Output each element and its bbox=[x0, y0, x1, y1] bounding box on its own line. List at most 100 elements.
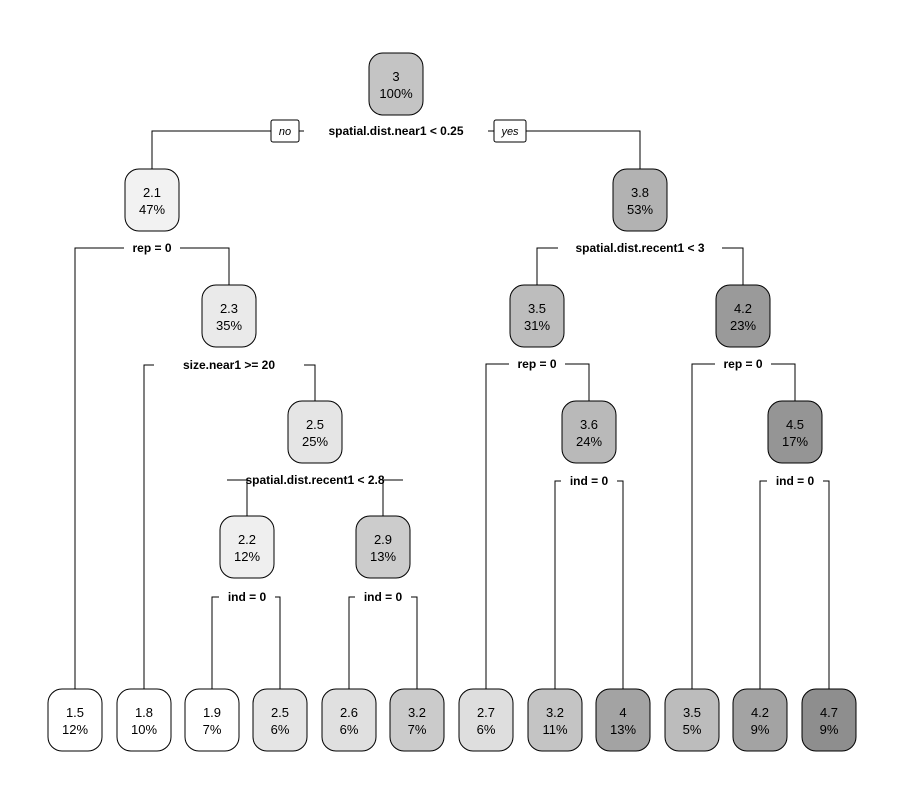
split-label-n8: ind = 0 bbox=[570, 474, 609, 488]
node-percent: 17% bbox=[782, 434, 808, 449]
node-box bbox=[767, 400, 823, 464]
node-percent: 23% bbox=[730, 318, 756, 333]
leaf-node-l3: 1.97% bbox=[184, 688, 240, 752]
leaf-node-l12: 4.79% bbox=[801, 688, 857, 752]
node-percent: 5% bbox=[683, 722, 702, 737]
tree-node-n9: 4.517% bbox=[767, 400, 823, 464]
node-box bbox=[458, 688, 514, 752]
leaf-node-l1: 1.512% bbox=[47, 688, 103, 752]
split-label-n7: spatial.dist.recent1 < 2.8 bbox=[245, 473, 384, 487]
node-box bbox=[664, 688, 720, 752]
split-label-n11: ind = 0 bbox=[364, 590, 403, 604]
node-box bbox=[595, 688, 651, 752]
tree-node-n7: 2.525% bbox=[287, 400, 343, 464]
node-box bbox=[124, 168, 180, 232]
node-value: 4.5 bbox=[786, 417, 804, 432]
node-value: 4 bbox=[619, 705, 626, 720]
node-percent: 31% bbox=[524, 318, 550, 333]
branch-tag-yes: yes bbox=[493, 119, 527, 143]
split-label-n4: size.near1 >= 20 bbox=[183, 358, 275, 372]
leaf-node-l9: 413% bbox=[595, 688, 651, 752]
branch-left-n2 bbox=[74, 247, 124, 689]
node-percent: 12% bbox=[234, 549, 260, 564]
tree-node-n10: 2.212% bbox=[219, 515, 275, 579]
split-label-n10: ind = 0 bbox=[228, 590, 267, 604]
node-box bbox=[321, 688, 377, 752]
node-box bbox=[715, 284, 771, 348]
leaf-node-l8: 3.211% bbox=[527, 688, 583, 752]
node-value: 4.2 bbox=[734, 301, 752, 316]
tree-node-n3: 3.853% bbox=[612, 168, 668, 232]
node-percent: 24% bbox=[576, 434, 602, 449]
node-value: 4.2 bbox=[751, 705, 769, 720]
node-box bbox=[561, 400, 617, 464]
branch-left-n3 bbox=[536, 247, 558, 285]
node-percent: 7% bbox=[203, 722, 222, 737]
tree-branches bbox=[74, 130, 830, 689]
tag-box bbox=[270, 119, 300, 143]
node-percent: 9% bbox=[751, 722, 770, 737]
branch-right-n11 bbox=[411, 596, 418, 689]
node-percent: 6% bbox=[477, 722, 496, 737]
tag-label: no bbox=[279, 126, 291, 138]
branch-right-n10 bbox=[275, 596, 281, 689]
node-box bbox=[252, 688, 308, 752]
node-percent: 6% bbox=[340, 722, 359, 737]
node-value: 2.6 bbox=[340, 705, 358, 720]
node-box bbox=[184, 688, 240, 752]
node-percent: 13% bbox=[610, 722, 636, 737]
node-percent: 13% bbox=[370, 549, 396, 564]
node-box bbox=[389, 688, 445, 752]
tag-box bbox=[493, 119, 527, 143]
node-box bbox=[287, 400, 343, 464]
branch-tag-no: no bbox=[270, 119, 300, 143]
node-value: 2.7 bbox=[477, 705, 495, 720]
tree-node-n6: 4.223% bbox=[715, 284, 771, 348]
node-box bbox=[47, 688, 103, 752]
branch-left-n7 bbox=[227, 479, 248, 516]
branch-tags: no yes bbox=[270, 119, 527, 143]
split-label-n3: spatial.dist.recent1 < 3 bbox=[575, 241, 704, 255]
node-value: 1.5 bbox=[66, 705, 84, 720]
branch-right-n6 bbox=[771, 363, 796, 401]
tree-node-n8: 3.624% bbox=[561, 400, 617, 464]
node-box bbox=[509, 284, 565, 348]
node-value: 3.6 bbox=[580, 417, 598, 432]
leaf-node-l5: 2.66% bbox=[321, 688, 377, 752]
node-value: 2.3 bbox=[220, 301, 238, 316]
node-percent: 7% bbox=[408, 722, 427, 737]
node-value: 4.7 bbox=[820, 705, 838, 720]
node-value: 2.5 bbox=[271, 705, 289, 720]
branch-right-n7 bbox=[382, 479, 403, 516]
branch-left-n11 bbox=[348, 596, 355, 689]
tree-node-n11: 2.913% bbox=[355, 515, 411, 579]
branch-right-n9 bbox=[823, 480, 830, 689]
node-percent: 25% bbox=[302, 434, 328, 449]
leaf-node-l6: 3.27% bbox=[389, 688, 445, 752]
node-percent: 12% bbox=[62, 722, 88, 737]
node-box bbox=[527, 688, 583, 752]
branch-left-n9 bbox=[759, 480, 767, 689]
node-percent: 35% bbox=[216, 318, 242, 333]
split-label-n2: rep = 0 bbox=[132, 241, 171, 255]
branch-left-n1 bbox=[151, 130, 304, 169]
node-value: 3.5 bbox=[528, 301, 546, 316]
branch-left-n5 bbox=[485, 363, 509, 689]
branch-right-n4 bbox=[304, 364, 316, 401]
node-percent: 6% bbox=[271, 722, 290, 737]
node-value: 2.9 bbox=[374, 532, 392, 547]
split-label-n1: spatial.dist.near1 < 0.25 bbox=[328, 124, 463, 138]
node-percent: 10% bbox=[131, 722, 157, 737]
branch-right-n3 bbox=[722, 247, 744, 285]
branch-left-n4 bbox=[143, 364, 154, 689]
tag-label: yes bbox=[500, 126, 519, 138]
split-label-n9: ind = 0 bbox=[776, 474, 815, 488]
node-box bbox=[732, 688, 788, 752]
split-label-n5: rep = 0 bbox=[517, 357, 556, 371]
node-box bbox=[219, 515, 275, 579]
node-percent: 47% bbox=[139, 202, 165, 217]
node-value: 3.8 bbox=[631, 185, 649, 200]
node-percent: 9% bbox=[820, 722, 839, 737]
